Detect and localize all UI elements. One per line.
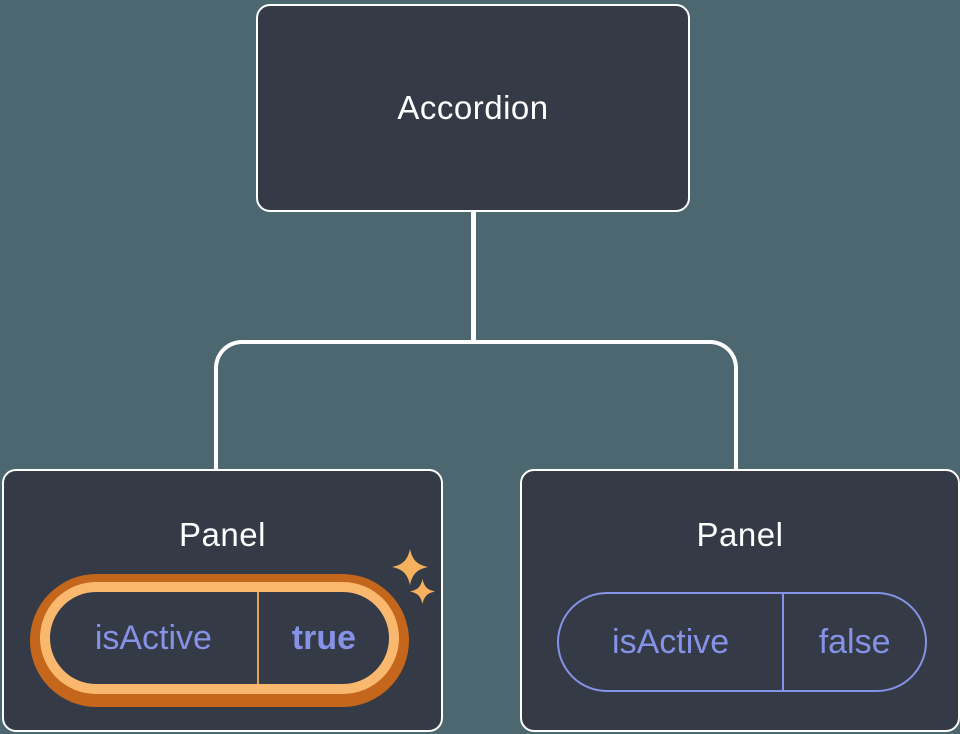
state-pill-active-ring: isActive true bbox=[40, 582, 399, 694]
state-pill-inactive: isActive false bbox=[557, 592, 927, 692]
accordion-node: Accordion bbox=[256, 4, 690, 212]
connector-trunk bbox=[471, 210, 476, 343]
state-pill-active: isActive true bbox=[30, 574, 409, 707]
panel-node-label: Panel bbox=[179, 516, 266, 553]
panel-node-inactive: Panel isActive false bbox=[520, 469, 960, 732]
state-key-label: isActive bbox=[94, 618, 212, 657]
state-value-label: true bbox=[256, 592, 389, 684]
state-key-label: isActive bbox=[612, 622, 730, 661]
panel-node-label: Panel bbox=[696, 516, 784, 553]
state-value-label: false bbox=[782, 594, 925, 690]
panel-node-active: Panel isActive true bbox=[2, 469, 443, 732]
connector-branches bbox=[214, 340, 738, 471]
sparkle-icon-small bbox=[410, 579, 435, 604]
state-pill-active-body: isActive true bbox=[50, 592, 389, 684]
accordion-node-label: Accordion bbox=[397, 89, 549, 126]
